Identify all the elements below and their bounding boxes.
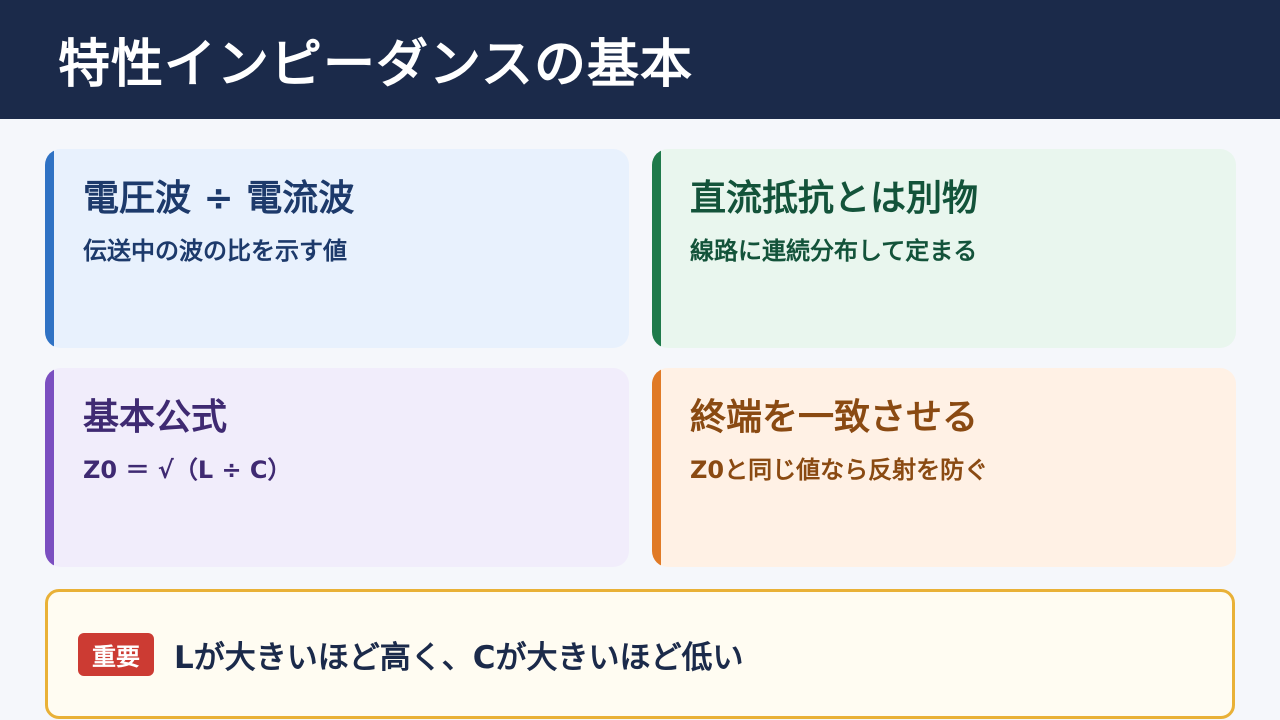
card-title: 直流抵抗とは別物 [690, 178, 979, 219]
important-note: 重要 Lが大きいほど高く、Cが大きいほど低い [45, 589, 1235, 719]
card-subtitle: 線路に連続分布して定まる [690, 237, 978, 265]
card-title: 基本公式 [83, 397, 228, 438]
card-subtitle: Z0と同じ値なら反射を防ぐ [690, 456, 989, 484]
card-termination-matching: 終端を一致させる Z0と同じ値なら反射を防ぐ [652, 368, 1236, 567]
card-not-dc-resistance: 直流抵抗とは別物 線路に連続分布して定まる [652, 149, 1236, 348]
important-badge: 重要 [78, 632, 154, 676]
important-note-text: Lが大きいほど高く、Cが大きいほど低い [174, 639, 744, 676]
card-voltage-current-ratio: 電圧波 ÷ 電流波 伝送中の波の比を示す値 [45, 149, 629, 348]
card-basic-formula: 基本公式 Z0 ＝ √（L ÷ C） [45, 368, 629, 567]
header-bar: 特性インピーダンスの基本 [0, 0, 1280, 119]
card-subtitle: 伝送中の波の比を示す値 [83, 237, 347, 265]
card-title: 電圧波 ÷ 電流波 [83, 178, 355, 219]
card-title: 終端を一致させる [690, 397, 979, 438]
card-subtitle: Z0 ＝ √（L ÷ C） [83, 456, 292, 484]
page-title: 特性インピーダンスの基本 [58, 35, 693, 95]
